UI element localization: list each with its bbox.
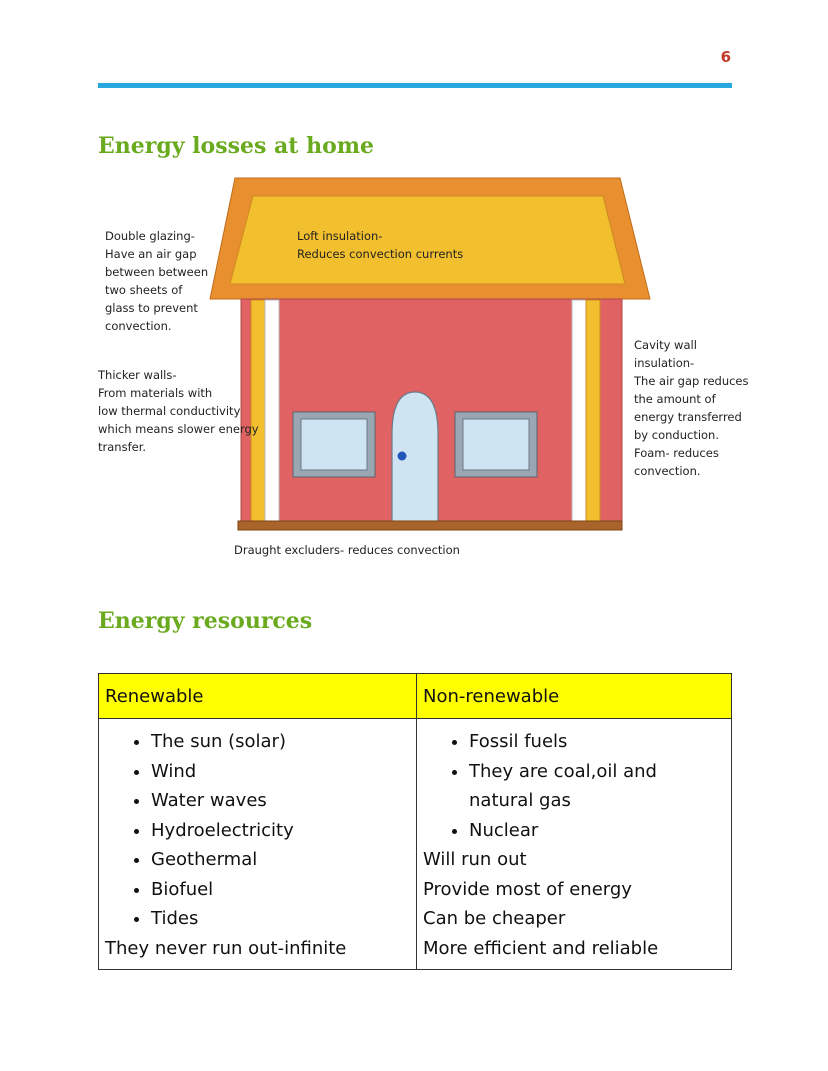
header-nonrenewable: Non-renewable (416, 673, 732, 719)
nonrenewable-note: More efficient and reliable (423, 937, 659, 959)
table-header-row: Renewable Non-renewable (98, 673, 732, 719)
nonrenewable-note: Will run out (423, 849, 527, 870)
label-cavity-wall: Cavity wall insulation- The air gap redu… (634, 338, 749, 478)
door-knob (397, 451, 407, 461)
nonrenewable-cell: Fossil fuels They are coal,oil and natur… (416, 718, 732, 970)
right-column-yellow (585, 299, 601, 523)
label-loft-insulation: Loft insulation- Reduces convection curr… (297, 229, 464, 261)
nonrenewable-note: Can be cheaper (423, 908, 566, 929)
roof-inner (229, 195, 626, 285)
list-item: Geothermal (151, 845, 410, 875)
header-renewable: Renewable (98, 673, 417, 719)
label-double-glazing: Double glazing- Have an air gap between … (105, 229, 209, 333)
list-item: Biofuel (151, 875, 410, 905)
renewable-cell: The sun (solar) Wind Water waves Hydroel… (98, 718, 417, 970)
list-item: Nuclear (469, 816, 725, 846)
top-divider (98, 83, 732, 88)
list-item: Fossil fuels (469, 727, 725, 757)
energy-resources-table: Renewable Non-renewable The sun (solar) … (98, 673, 732, 970)
right-column-white (571, 299, 587, 523)
door (391, 391, 439, 523)
page-number: 6 (720, 48, 731, 66)
label-draught-excluders: Draught excluders- reduces convection (234, 543, 460, 557)
list-item: Wind (151, 757, 410, 787)
list-item: Water waves (151, 786, 410, 816)
left-window-glass (300, 418, 368, 471)
table-row: The sun (solar) Wind Water waves Hydroel… (98, 718, 732, 970)
nonrenewable-list: Fossil fuels They are coal,oil and natur… (423, 727, 725, 845)
list-item: Hydroelectricity (151, 816, 410, 846)
list-item: Tides (151, 904, 410, 934)
section-title-resources: Energy resources (98, 608, 313, 634)
label-thicker-walls: Thicker walls- From materials with low t… (98, 368, 259, 454)
house-illustration (209, 177, 651, 531)
left-column-white (264, 299, 280, 523)
right-window-glass (462, 418, 530, 471)
section-title-losses: Energy losses at home (98, 133, 375, 159)
list-item: The sun (solar) (151, 727, 410, 757)
list-item: They are coal,oil and natural gas (469, 757, 725, 816)
house-base (237, 520, 623, 531)
renewable-list: The sun (solar) Wind Water waves Hydroel… (105, 727, 410, 934)
renewable-note: They never run out-infinite (105, 937, 347, 959)
nonrenewable-note: Provide most of energy (423, 878, 632, 900)
